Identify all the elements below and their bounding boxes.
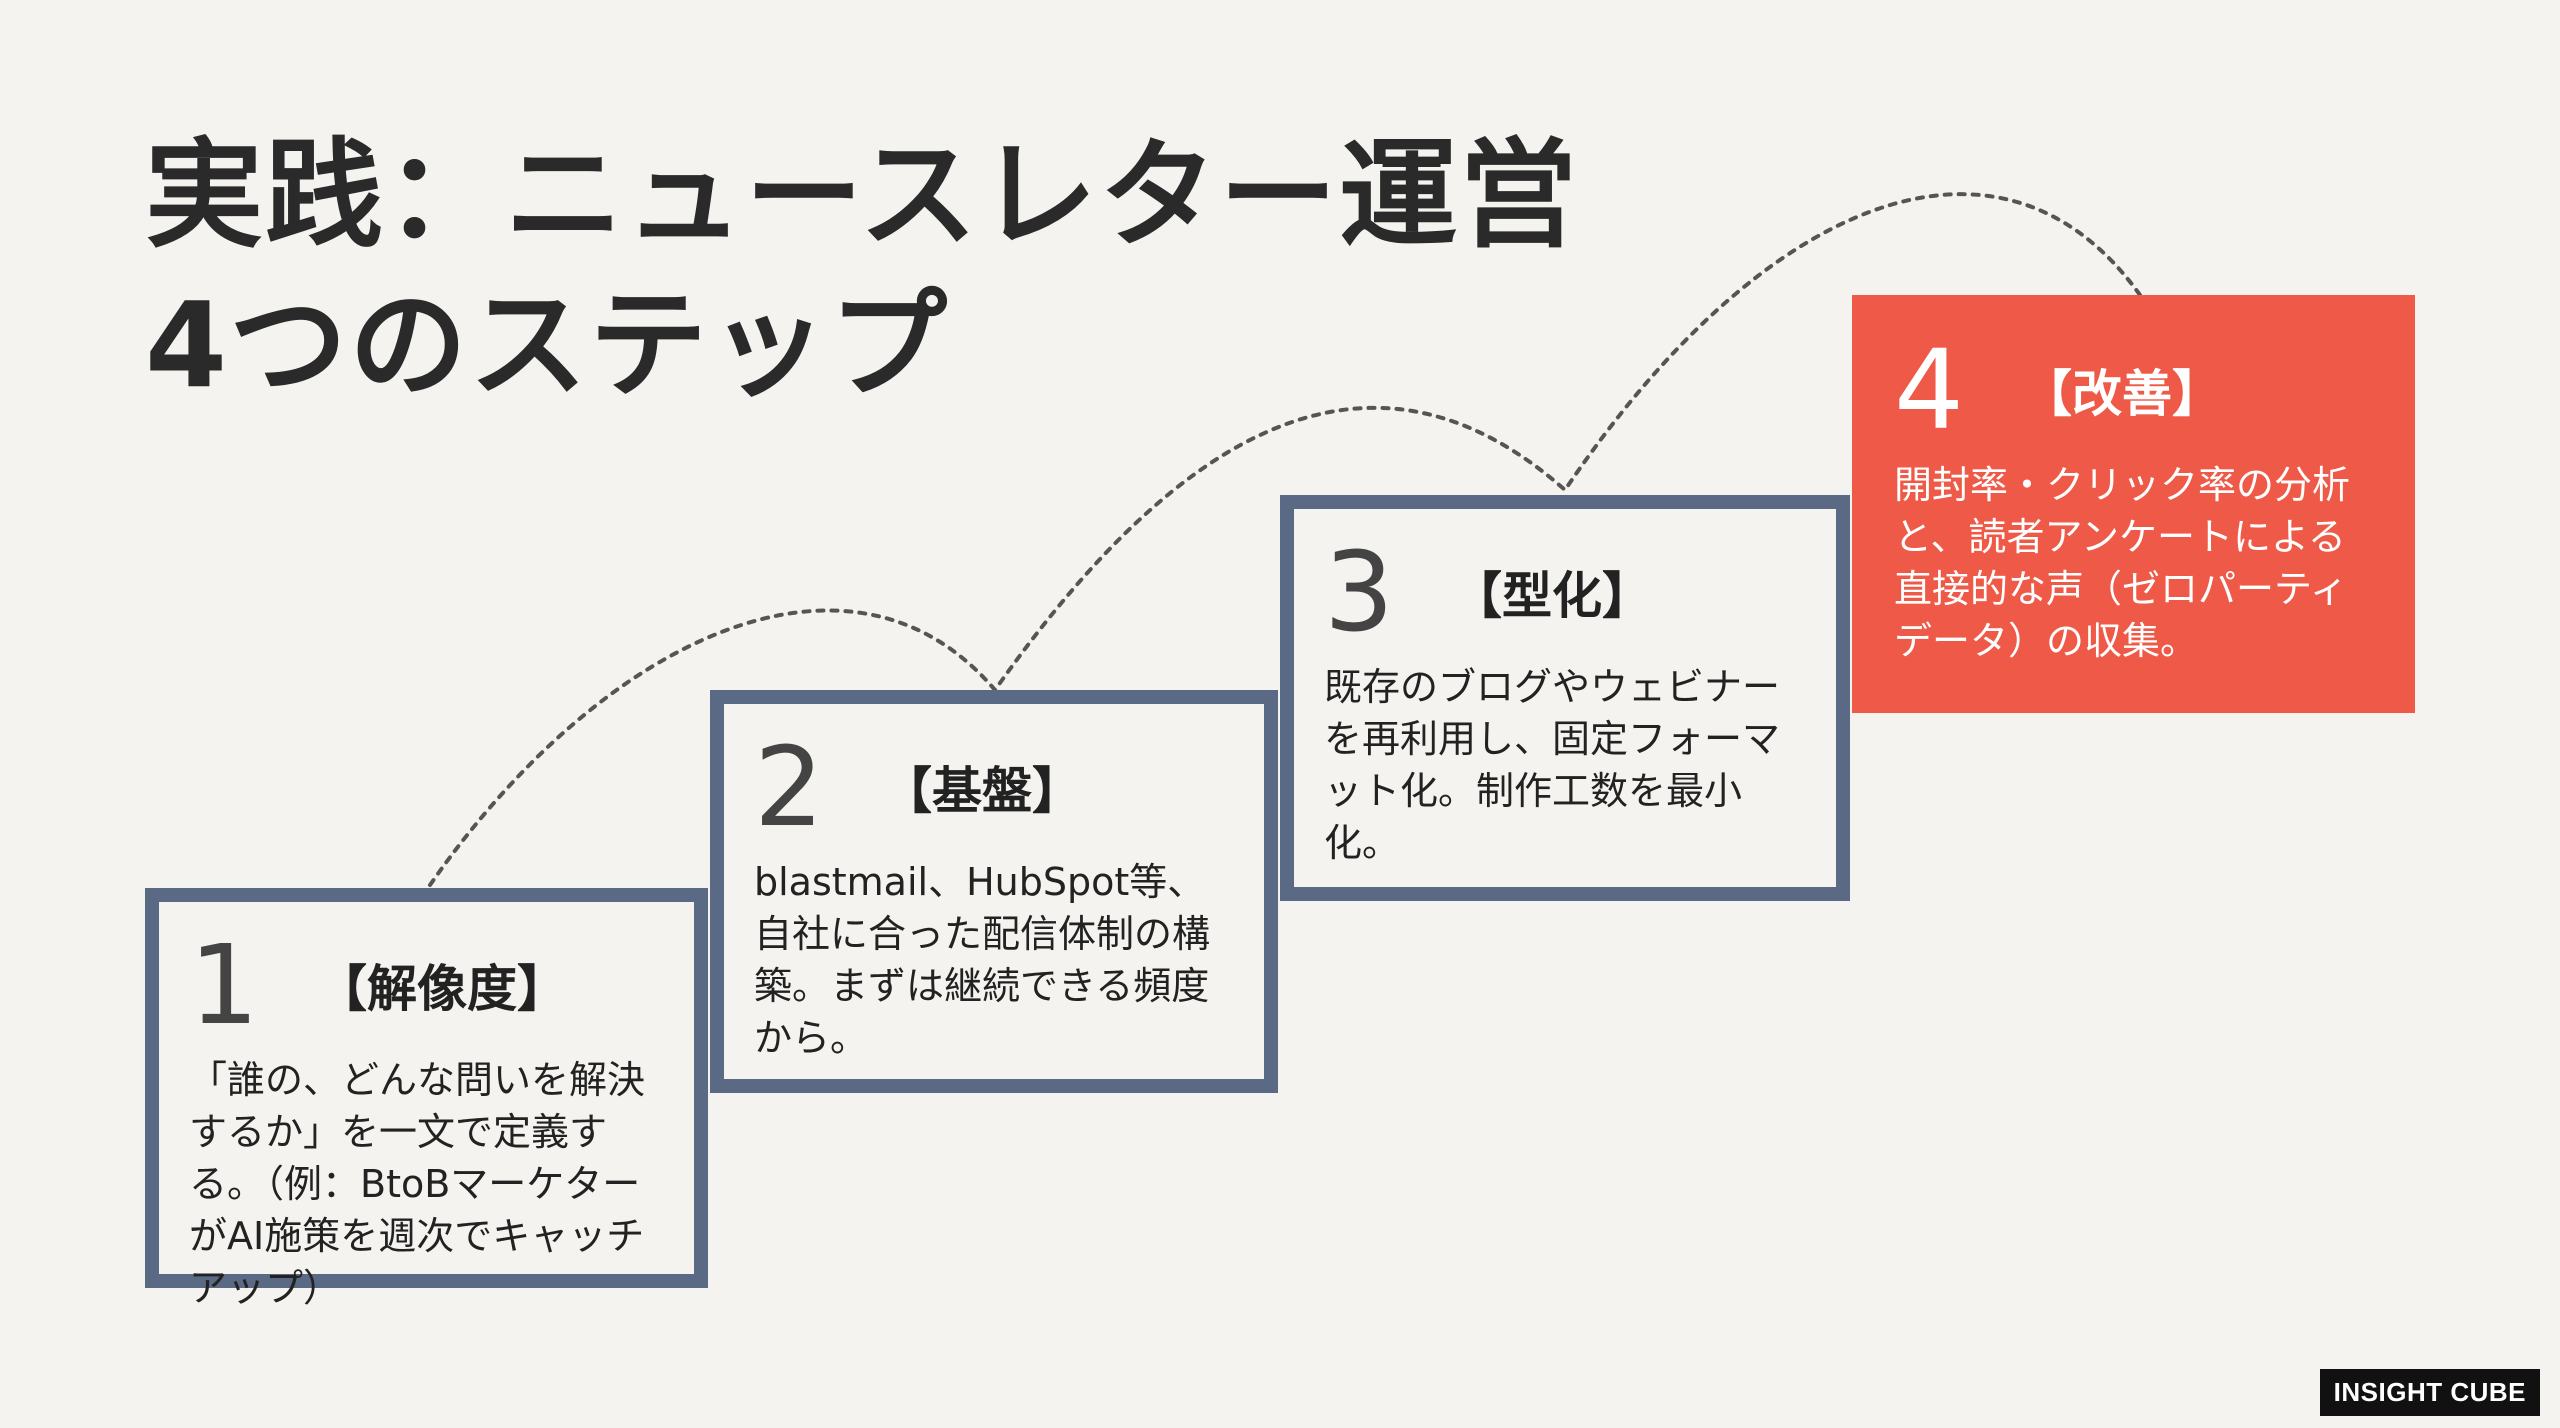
step-description: 既存のブログやウェビナーを再利用し、固定フォーマット化。制作工数を最小化。 (1324, 665, 1781, 865)
step-label: 【基盤】 (882, 762, 1082, 820)
step-label: 【改善】 (2022, 365, 2222, 423)
step-description: 「誰の、どんな問いを解決するか」を一文で定義する。（例：BtoBマーケターがAI… (189, 1058, 646, 1310)
slide-title: 実践：ニュースレター運営 4つのステップ (145, 120, 1579, 420)
step-card-4: 4 【改善】 開封率・クリック率の分析と、読者アンケートによる直接的な声（ゼロパ… (1852, 295, 2415, 713)
step-description: 開封率・クリック率の分析と、読者アンケートによる直接的な声（ゼロパーティデータ）… (1894, 463, 2351, 663)
step-card-2: 2 【基盤】 blastmail、HubSpot等、自社に合った配信体制の構築。… (710, 690, 1278, 1093)
step-number: 1 (189, 921, 259, 1049)
step-card-3: 3 【型化】 既存のブログやウェビナーを再利用し、固定フォーマット化。制作工数を… (1280, 495, 1850, 901)
step-number: 2 (754, 723, 824, 851)
step-description: blastmail、HubSpot等、自社に合った配信体制の構築。まずは継続でき… (754, 860, 1211, 1060)
brand-logo: INSIGHT CUBE (2319, 1369, 2540, 1416)
step-number: 3 (1324, 528, 1394, 656)
step-card-1: 1 【解像度】 「誰の、どんな問いを解決するか」を一文で定義する。（例：BtoB… (145, 888, 708, 1310)
step-label: 【解像度】 (317, 960, 567, 1018)
step-number: 4 (1894, 326, 1964, 454)
step-label: 【型化】 (1452, 567, 1652, 625)
title-line-1: 実践：ニュースレター運営 (145, 126, 1580, 264)
title-line-2: 4つのステップ (145, 276, 950, 414)
